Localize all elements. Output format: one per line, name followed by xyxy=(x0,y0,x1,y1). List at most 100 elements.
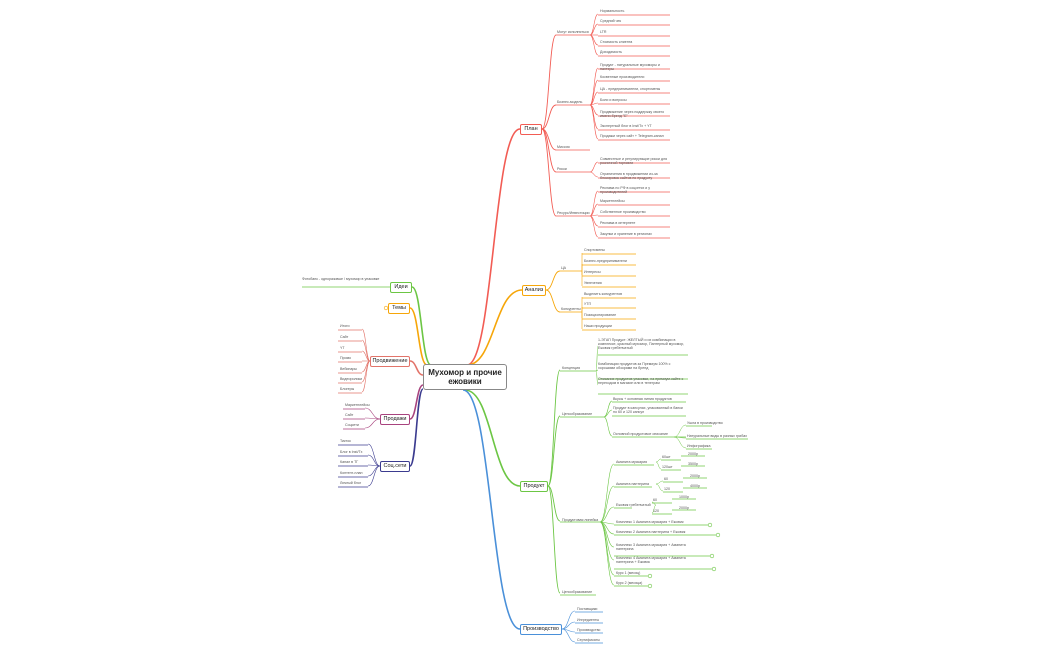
leaf-topic-product[interactable]: Ушла в производство xyxy=(687,421,723,425)
subtopic-analysis[interactable]: ЦА xyxy=(561,266,567,270)
subtopic-product[interactable]: Ценообразование xyxy=(562,412,593,416)
central-topic[interactable]: Мухомор и прочие ежовики xyxy=(423,364,507,390)
collapse-toggle-icon[interactable] xyxy=(647,583,653,589)
leaf-topic-plan[interactable]: Собственное производство xyxy=(600,210,646,214)
leaf-topic-social[interactable]: Канал в ТГ xyxy=(340,460,359,464)
leaf-topic-product[interactable]: Вкусы + основная линия продуктов xyxy=(613,397,672,401)
subtopic-analysis[interactable]: Конкуренты xyxy=(561,307,581,311)
price-value[interactable]: 2000р xyxy=(690,474,700,478)
leaf-topic-product[interactable]: Комплекс 3 Аманита мускария + Аманита па… xyxy=(616,543,686,552)
collapse-toggle-icon[interactable] xyxy=(383,305,389,311)
leaf-topic-product[interactable]: 1-ЭТАП Продукт: ЖЕЛТЫЙ и их комбинации в… xyxy=(598,338,685,351)
leaf-topic-plan[interactable]: Нормальность xyxy=(600,9,625,13)
subtopic-plan[interactable]: Бизнес-модель xyxy=(557,100,583,104)
price-quantity[interactable]: 120 xyxy=(664,487,670,491)
leaf-topic-analysis[interactable]: Бизнес-предприниматели xyxy=(584,259,627,263)
subtopic-plan[interactable]: Ресурс/Инвестиции xyxy=(557,211,590,215)
subtopic-product[interactable]: Ценообразование xyxy=(562,590,593,594)
price-quantity[interactable]: 60шт xyxy=(662,455,671,459)
leaf-topic-social[interactable]: Тикток xyxy=(340,439,351,443)
leaf-topic-analysis[interactable]: Спортсмены xyxy=(584,248,605,252)
price-quantity[interactable]: 120шт xyxy=(662,465,673,469)
subtopic-plan[interactable]: Могут исполняться xyxy=(557,30,589,34)
leaf-topic-analysis[interactable]: Интересы xyxy=(584,270,601,274)
leaf-topic-plan[interactable]: Боли и вопросы xyxy=(600,98,627,102)
price-quantity[interactable]: 60 xyxy=(664,477,668,481)
leaf-topic-plan[interactable]: Продвижение через поддержку своего имени… xyxy=(600,110,665,119)
leaf-topic-promotion[interactable]: Видеоролики xyxy=(340,377,363,381)
topic-production[interactable]: Производство xyxy=(520,624,562,635)
leaf-topic-plan[interactable]: Совместные и регулирующие риски для розн… xyxy=(600,157,668,166)
price-quantity[interactable]: 60 xyxy=(653,498,657,502)
leaf-topic-plan[interactable]: LTR xyxy=(600,30,607,34)
leaf-topic-production[interactable]: Производство xyxy=(577,628,601,632)
leaf-topic-plan[interactable]: Маркетплейсы xyxy=(600,199,625,203)
leaf-topic-production[interactable]: Сертификаты xyxy=(577,638,600,642)
leaf-topic-sales[interactable]: Маркетплейсы xyxy=(345,403,370,407)
subtopic-plan[interactable]: Миссия xyxy=(557,145,570,149)
leaf-topic-product[interactable]: Основной продуктовое описание xyxy=(613,432,669,436)
leaf-topic-sales[interactable]: Соцсети xyxy=(345,423,359,427)
collapse-toggle-icon[interactable] xyxy=(715,532,721,538)
leaf-topic-analysis[interactable]: Позиционирование xyxy=(584,313,617,317)
leaf-topic-product[interactable]: Курс 1 (месяц) xyxy=(616,571,641,575)
price-value[interactable]: 1000р xyxy=(679,495,689,499)
collapse-toggle-icon[interactable] xyxy=(709,553,715,559)
topic-promotion[interactable]: Продвижение xyxy=(370,356,410,367)
leaf-topic-plan[interactable]: Стоимость клиента xyxy=(600,40,633,44)
leaf-topic-ideas[interactable]: Фотобанк - одноразовые / мухомор в упако… xyxy=(302,277,380,281)
leaf-topic-promotion[interactable]: Блогеры xyxy=(340,387,355,391)
leaf-topic-plan[interactable]: Продукт - натуральные мухоморы и пантеры xyxy=(600,63,660,72)
price-value[interactable]: 2000р xyxy=(679,506,689,510)
topic-social[interactable]: Соц.сети xyxy=(380,461,410,472)
leaf-topic-product[interactable]: Комплекс 1 Аманита мускария + Ежовик xyxy=(616,520,684,524)
leaf-topic-analysis[interactable]: УТП xyxy=(584,302,592,306)
leaf-topic-promotion[interactable]: YT xyxy=(340,346,345,350)
price-value[interactable]: 3500р xyxy=(688,462,698,466)
leaf-topic-promotion[interactable]: Сайт xyxy=(340,335,349,339)
topic-plan[interactable]: План xyxy=(520,124,542,135)
leaf-topic-production[interactable]: Ингредиенты xyxy=(577,618,600,622)
leaf-topic-plan[interactable]: Реклама в интернете xyxy=(600,221,636,225)
leaf-topic-plan[interactable]: Косвенные производители xyxy=(600,75,645,79)
leaf-topic-product[interactable]: Аманита мускария xyxy=(616,460,648,464)
leaf-topic-social[interactable]: Личный блог xyxy=(340,481,362,485)
leaf-topic-analysis[interactable]: Выделить конкурентов xyxy=(584,292,623,296)
topic-ideas[interactable]: Идеи xyxy=(390,282,412,293)
leaf-topic-product[interactable]: Комплекс 4 Аманита мускария + Аманита па… xyxy=(616,556,686,565)
leaf-topic-sales[interactable]: Сайт xyxy=(345,413,354,417)
topic-sales[interactable]: Продажи xyxy=(380,414,410,425)
leaf-topic-product[interactable]: Ежовик гребенчатый xyxy=(616,503,651,507)
leaf-topic-plan[interactable]: Доходимость xyxy=(600,50,622,54)
leaf-topic-plan[interactable]: Экспертный блог в Inst/Tx + YT xyxy=(600,124,652,128)
topic-analysis[interactable]: Анализ xyxy=(522,285,546,296)
leaf-topic-production[interactable]: Поставщики xyxy=(577,607,598,611)
subtopic-product[interactable]: Продуктовая линейка xyxy=(562,518,599,522)
price-quantity[interactable]: 120 xyxy=(653,509,659,513)
leaf-topic-product[interactable]: Продукт в капсулах, упакованный в банки … xyxy=(613,406,683,415)
leaf-topic-plan[interactable]: Закупки и хранение в регионах xyxy=(600,232,652,236)
leaf-topic-plan[interactable]: Ограничения в продвижении из-за блокиров… xyxy=(600,172,658,181)
topic-product[interactable]: Продукт xyxy=(520,481,548,492)
leaf-topic-product[interactable]: Аманита пантерина xyxy=(616,482,649,486)
leaf-topic-promotion[interactable]: Вебинары xyxy=(340,367,357,371)
leaf-topic-social[interactable]: Контент-план xyxy=(340,471,363,475)
subtopic-plan[interactable]: Риски xyxy=(557,167,567,171)
leaf-topic-product[interactable]: Инфографика xyxy=(687,444,711,448)
leaf-topic-product[interactable]: Курс 2 (месяца) xyxy=(616,581,643,585)
leaf-topic-social[interactable]: Блог в Inst/Tx xyxy=(340,450,363,454)
leaf-topic-plan[interactable]: ЦА - предприниматели, спортсмены xyxy=(600,87,661,91)
leaf-topic-plan[interactable]: Продажи через сайт + Telegram-канал xyxy=(600,134,664,138)
leaf-topic-product[interactable]: Натуральные виды в разных грибах xyxy=(687,434,748,438)
leaf-topic-product[interactable]: Комплекс 2 Аманита пантерина + Ежовик xyxy=(616,530,686,534)
collapse-toggle-icon[interactable] xyxy=(707,522,713,528)
topic-themes[interactable]: Темы xyxy=(388,303,410,314)
leaf-topic-analysis[interactable]: Увлечения xyxy=(584,281,602,285)
collapse-toggle-icon[interactable] xyxy=(647,573,653,579)
collapse-toggle-icon[interactable] xyxy=(711,566,717,572)
leaf-topic-promotion[interactable]: Промо xyxy=(340,356,352,360)
leaf-topic-product[interactable]: Комбинации продуктов за Премиум 100% с х… xyxy=(598,362,671,371)
price-value[interactable]: 4000р xyxy=(690,484,700,488)
subtopic-product[interactable]: Концепция xyxy=(562,366,581,370)
leaf-topic-plan[interactable]: Средний чек xyxy=(600,19,622,23)
